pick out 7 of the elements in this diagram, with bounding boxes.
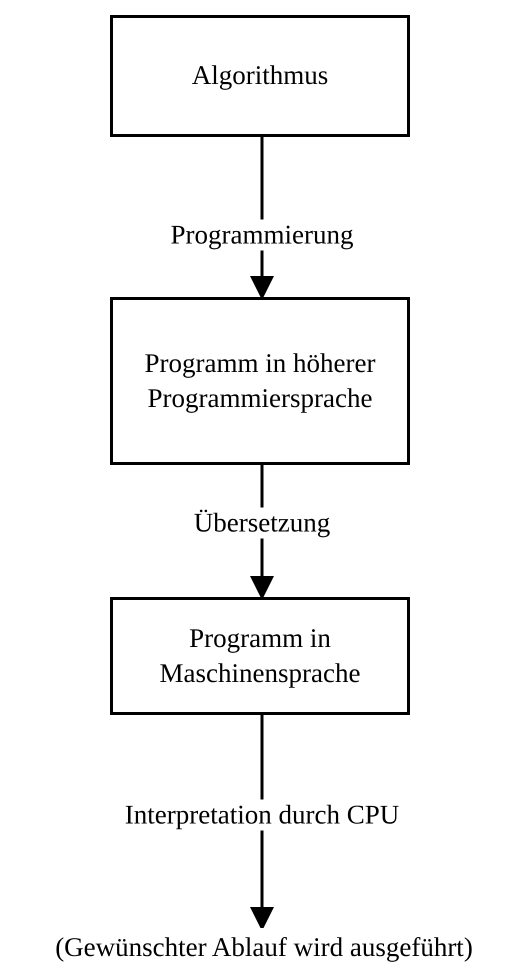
process-box (110, 297, 410, 465)
box-text: Programm in höherer Programmiersprache (144, 346, 376, 415)
box-text: Algorithmus (192, 59, 328, 92)
result-text: (Gewünschter Ablauf wird ausgeführt) (55, 931, 473, 964)
box-text: Programm in Maschinensprache (158, 622, 362, 690)
process-box (110, 597, 410, 715)
process-box (110, 15, 410, 137)
